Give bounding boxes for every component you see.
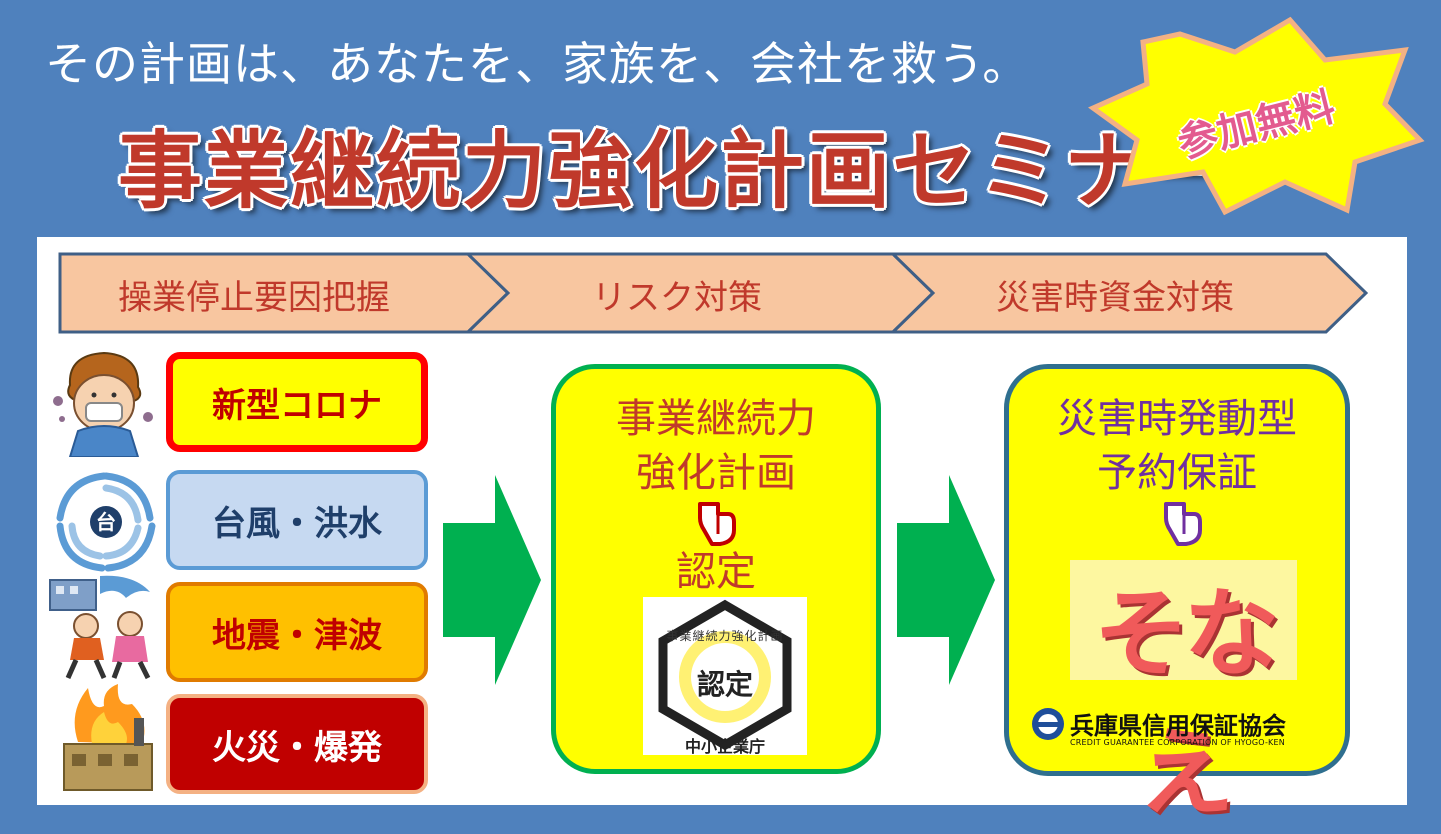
guarantee-line-1: 災害時発動型 — [1057, 396, 1297, 442]
emblem-caption: 中小企業庁 — [684, 737, 765, 756]
step-chevrons — [58, 252, 1368, 334]
plan-line-2: 強化計画 — [636, 450, 796, 496]
arrow-to-guarantee — [897, 475, 995, 685]
step-label-1: 操業停止要因把握 — [118, 278, 390, 318]
step-chevron-3 — [889, 252, 1368, 334]
pointing-hand-icon — [698, 502, 736, 546]
arrow-to-plan — [443, 475, 541, 685]
fire-icon — [63, 684, 153, 791]
free-badge-burst — [1088, 16, 1425, 216]
plan-line-1: 事業継続力 — [616, 396, 816, 442]
sonae-logo: そなえ — [1093, 578, 1280, 829]
org-name: 兵庫県信用保証協会 — [1070, 712, 1286, 740]
typhoon-icon — [56, 472, 156, 572]
risk-box-covid: 新型コロナ — [166, 352, 428, 452]
sick-person-icon — [53, 351, 153, 457]
page-title: 事業継続力強化計画セミナー — [118, 122, 1237, 220]
risk-box-typhoon: 台風・洪水 — [166, 470, 428, 570]
org-name-en: CREDIT GUARANTEE CORPORATION OF HYOGO-KE… — [1070, 738, 1285, 747]
emblem-center: 認定 — [696, 668, 753, 701]
plan-line-3: 認定 — [676, 549, 756, 595]
typhoon-badge: 台 — [96, 510, 116, 534]
pointing-hand-icon-2 — [1164, 502, 1202, 546]
sonae-logo-bg — [1070, 560, 1297, 680]
certification-emblem: 事業継続力強化計画 認定 中小企業庁 — [643, 597, 807, 756]
step-label-2: リスク対策 — [592, 278, 762, 318]
step-label-3: 災害時資金対策 — [996, 278, 1234, 318]
guarantee-line-2: 予約保証 — [1097, 450, 1257, 496]
risk-box-fire: 火災・爆発 — [166, 694, 428, 794]
emblem-ring-text: 事業継続力強化計画 — [666, 629, 784, 643]
risk-label-covid: 新型コロナ — [212, 385, 382, 426]
risk-label-typhoon: 台風・洪水 — [212, 503, 382, 544]
earthquake-icon — [49, 575, 151, 680]
risk-box-earthquake: 地震・津波 — [166, 582, 428, 682]
risk-label-earthquake: 地震・津波 — [212, 615, 382, 656]
risk-label-fire: 火災・爆発 — [212, 727, 382, 768]
org-logo-icon — [1032, 708, 1064, 740]
subtitle: その計画は、あなたを、家族を、会社を救う。 — [45, 37, 1030, 91]
